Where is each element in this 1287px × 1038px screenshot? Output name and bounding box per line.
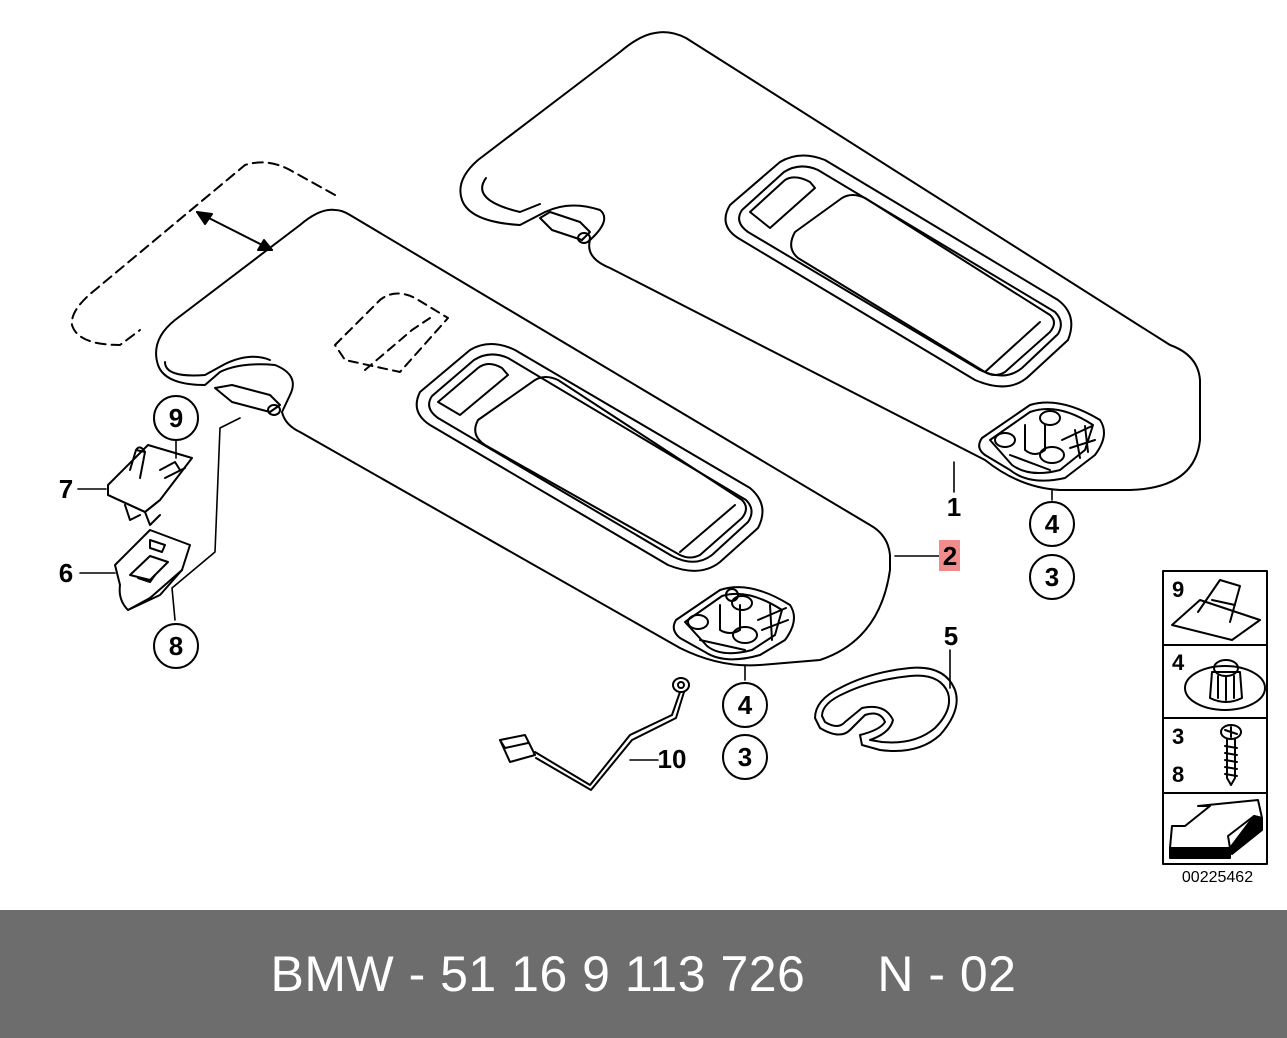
callout-label-3-left: 3	[738, 742, 752, 772]
legend-labels: 9 4 3 8	[1172, 577, 1185, 787]
cable-part	[499, 677, 690, 791]
callout-circle-4-right	[1029, 501, 1075, 547]
holder-part	[107, 444, 193, 526]
callout-circle-8	[153, 623, 199, 669]
legend-label-nut: 4	[1172, 650, 1185, 675]
clip-icon	[1171, 579, 1261, 641]
callout-circle-4-left	[722, 682, 768, 728]
parts-diagram: 9 8 4 3 4 3 1 2 5 6 7 10 9 4 3 8 0022546…	[58, 31, 1268, 886]
legend-label-screw-8: 8	[1172, 762, 1184, 787]
part-number-title: BMW - 51 16 9 113 726 N - 02	[270, 946, 1017, 1002]
leader-lines	[77, 417, 1053, 761]
gasket-part	[814, 666, 958, 752]
footer-bar: BMW - 51 16 9 113 726 N - 02	[0, 910, 1287, 1038]
cap-part	[114, 529, 191, 611]
highlight-box	[939, 540, 960, 571]
callout-label-10: 10	[658, 744, 687, 774]
callout-label-1: 1	[947, 492, 961, 522]
callout-label-9: 9	[169, 403, 183, 433]
callout-label-4-left: 4	[738, 690, 753, 720]
drawing-number: 00225462	[1181, 869, 1254, 886]
callout-label-4-right: 4	[1045, 509, 1060, 539]
legend-label-screw-3: 3	[1172, 724, 1184, 749]
callout-label-2: 2	[943, 541, 957, 571]
sun-visor-right	[459, 31, 1201, 491]
callout-labels: 9 8 4 3 4 3 1 2 5 6 7 10	[59, 403, 1060, 774]
legend-box	[1162, 570, 1268, 865]
callout-label-5: 5	[944, 621, 958, 651]
callout-circle-9	[153, 395, 199, 441]
callout-label-3-right: 3	[1045, 562, 1059, 592]
callout-circle-3-right	[1029, 554, 1075, 600]
screw-icon	[1220, 724, 1242, 786]
callout-label-6: 6	[59, 558, 73, 588]
callout-circles	[153, 395, 1075, 780]
legend-label-clip: 9	[1172, 577, 1184, 602]
direction-arrow-icon	[1169, 799, 1263, 859]
callout-label-7: 7	[59, 474, 73, 504]
sun-visor-left	[70, 161, 891, 667]
expanding-nut-icon	[1184, 659, 1266, 711]
callout-label-8: 8	[169, 631, 183, 661]
callout-circle-3-left	[722, 734, 768, 780]
